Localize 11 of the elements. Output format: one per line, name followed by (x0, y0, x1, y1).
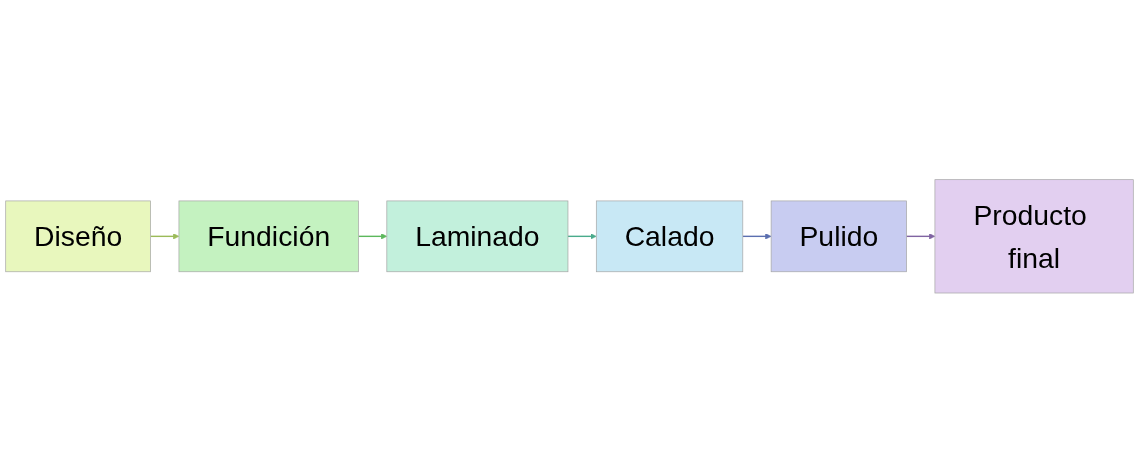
arrow (905, 232, 936, 240)
arrow (567, 232, 597, 240)
arrow (149, 232, 180, 240)
arrow (742, 232, 772, 240)
node-box: Producto final (934, 178, 1134, 294)
node-box: Laminado (386, 200, 569, 272)
node-box: Fundición (178, 200, 359, 272)
arrow (357, 232, 388, 240)
node-box: Pulido (770, 200, 907, 272)
node-box: Calado (595, 200, 744, 272)
node-box: Diseño (5, 200, 151, 272)
